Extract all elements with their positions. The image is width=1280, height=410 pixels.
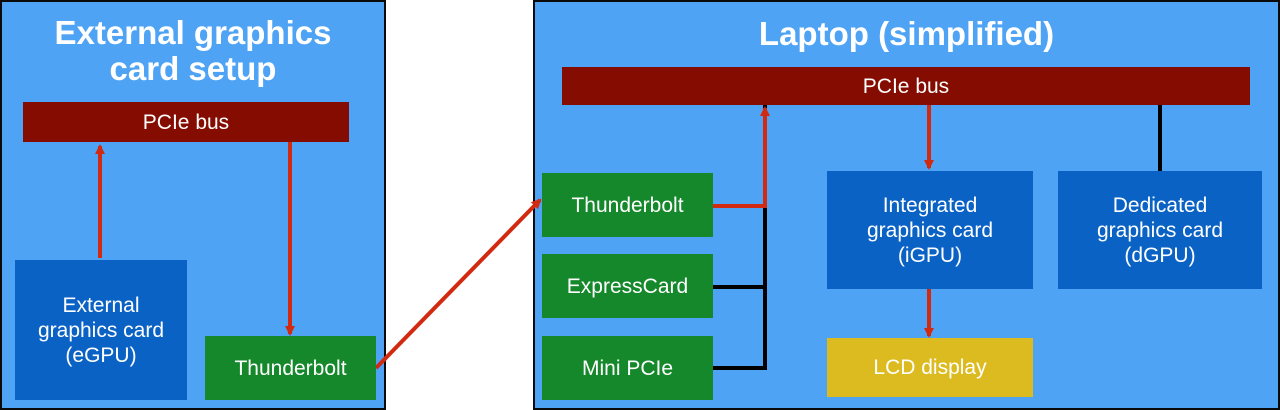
laptop-thunderbolt-box: Thunderbolt [542, 173, 713, 237]
lcd-display-box: LCD display [827, 338, 1033, 397]
thunderbolt-to-bus-arrow [713, 106, 770, 208]
egpu-box: External graphics card (eGPU) [15, 260, 187, 400]
laptop-pcie-bus: PCIe bus [562, 67, 1250, 105]
egpu-label-line3: (eGPU) [65, 343, 137, 367]
igpu-box: Integrated graphics card (iGPU) [827, 171, 1033, 289]
egpu-label-line1: External [62, 293, 140, 317]
external-thunderbolt-box: Thunderbolt [205, 336, 376, 400]
dgpu-label-line3: (dGPU) [1124, 243, 1196, 267]
expresscard-box: ExpressCard [542, 254, 713, 318]
igpu-label-line2: graphics card [866, 218, 994, 242]
minipcie-box: Mini PCIe [542, 336, 713, 400]
dgpu-label-line1: Dedicated [1112, 193, 1208, 217]
external-to-laptop-thunderbolt-arrow [374, 198, 542, 370]
egpu-label-line2: graphics card [37, 318, 165, 342]
dgpu-label-line2: graphics card [1096, 218, 1224, 242]
external-pcie-bus: PCIe bus [23, 102, 349, 142]
external-setup-title: External graphics card setup [2, 15, 384, 87]
igpu-label-line3: (iGPU) [897, 243, 963, 267]
laptop-title: Laptop (simplified) [758, 15, 1055, 52]
external-setup-title-line1: External graphics [54, 14, 332, 51]
external-setup-title-line2: card setup [109, 50, 277, 87]
dgpu-box: Dedicated graphics card (dGPU) [1058, 171, 1262, 289]
igpu-label-line1: Integrated [882, 193, 978, 217]
